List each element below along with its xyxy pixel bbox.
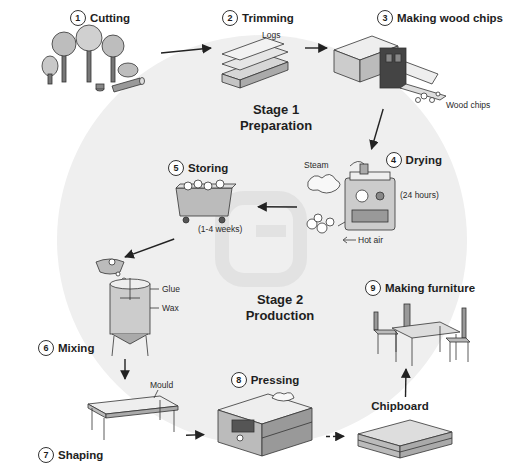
step-number: 2 [222, 10, 238, 26]
stage-heading: Stage 2 Production [230, 292, 330, 324]
step-name: Mixing [58, 342, 94, 354]
trees-figure [42, 25, 145, 92]
flow-arrow [305, 47, 327, 48]
part-label: Glue [162, 284, 180, 294]
process-step: 9 Making furniture [350, 278, 490, 368]
flow-arrow [326, 436, 344, 438]
part-label: Steam [304, 160, 329, 170]
part-label: Wood chips [446, 100, 490, 110]
chipper-machine [334, 36, 446, 103]
step-number: 9 [365, 280, 381, 296]
part-label: Hot air [358, 235, 383, 245]
furniture-figure [374, 304, 470, 366]
process-step: 8 Pressing [205, 370, 325, 465]
step-number: 1 [70, 10, 86, 26]
step-number: 4 [386, 152, 402, 168]
step-name: Making wood chips [397, 12, 503, 24]
process-step: 1 Cutting [40, 8, 160, 98]
step-caption: 8 Pressing [231, 372, 300, 388]
flow-arrow [124, 359, 125, 379]
step-name: Making furniture [385, 282, 475, 294]
center-logo [222, 198, 300, 280]
step-caption: 5 Storing [168, 160, 228, 176]
mould-figure [88, 390, 178, 440]
part-label: (1-4 weeks) [198, 224, 242, 234]
process-step: 7 Shaping [35, 380, 185, 465]
flow-arrow [372, 109, 384, 149]
step-caption: 4 Drying [386, 152, 442, 168]
dryer-machine [307, 161, 395, 243]
step-name: Chipboard [371, 400, 429, 412]
stage-heading: Stage 1 Preparation [226, 102, 326, 134]
step-name: Drying [406, 154, 442, 166]
step-caption: 2 Trimming [222, 10, 294, 26]
press-machine [218, 393, 312, 456]
storage-bin [176, 180, 236, 223]
step-number: 8 [231, 372, 247, 388]
step-name: Pressing [251, 374, 300, 386]
step-caption: 3 Making wood chips [377, 10, 503, 26]
step-number: 6 [38, 340, 54, 356]
step-name: Storing [188, 162, 228, 174]
process-step: 6 Mixing [35, 258, 160, 358]
flow-arrow [186, 434, 204, 436]
process-step: 2 Trimming [212, 8, 304, 88]
chipboard-stack [358, 420, 452, 458]
logs-figure [222, 38, 288, 88]
flow-arrow [258, 206, 297, 208]
step-name: Shaping [58, 449, 103, 461]
flow-arrow [125, 239, 174, 257]
step-number: 3 [377, 10, 393, 26]
process-step: Chipboard [345, 398, 455, 463]
part-label: Mould [150, 380, 173, 390]
mixing-tank [96, 259, 159, 356]
background-circle [57, 35, 467, 445]
flow-arrow [405, 369, 407, 397]
step-number: 5 [168, 160, 184, 176]
step-caption: Chipboard [371, 400, 429, 412]
flow-arrow [161, 48, 211, 53]
step-number: 7 [38, 447, 54, 463]
center-logo [256, 225, 286, 237]
step-caption: 1 Cutting [70, 10, 130, 26]
step-caption: 7 Shaping [38, 447, 103, 463]
part-label: Logs [262, 30, 280, 40]
step-caption: 6 Mixing [38, 340, 94, 356]
step-caption: 9 Making furniture [365, 280, 475, 296]
part-label: (24 hours) [400, 190, 439, 200]
step-name: Cutting [90, 12, 130, 24]
step-name: Trimming [242, 12, 294, 24]
process-step: 3 Making wood chips [328, 8, 506, 108]
part-label: Wax [162, 303, 179, 313]
